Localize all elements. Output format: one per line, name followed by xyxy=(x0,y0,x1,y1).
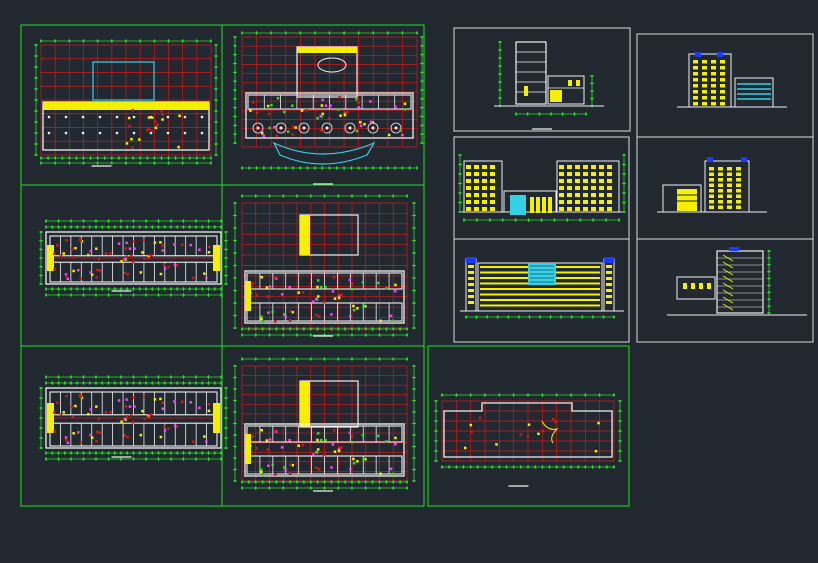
sheet-plan-5[interactable] xyxy=(20,345,228,507)
sheet-frame xyxy=(453,27,631,132)
sheet-elevation-front[interactable] xyxy=(453,136,630,240)
sheet-frame xyxy=(427,345,630,507)
elevation-drawing xyxy=(657,157,767,213)
elevation-drawing xyxy=(460,257,624,319)
typical-floor-plan-drawing xyxy=(39,219,228,297)
sheet-elevation-rear[interactable] xyxy=(453,238,630,343)
typical-floor-plan-drawing xyxy=(39,375,228,461)
elevation-drawing xyxy=(458,153,626,222)
roof-plan-drawing xyxy=(434,393,622,487)
section-drawing xyxy=(494,40,604,130)
sheet-section-2[interactable] xyxy=(636,238,814,343)
sheet-frame xyxy=(221,345,425,507)
sheet-plan-7[interactable] xyxy=(427,345,630,507)
sheet-frame xyxy=(636,238,814,343)
sheet-plan-1[interactable] xyxy=(20,24,223,186)
section-drawing xyxy=(667,247,807,316)
elevation-drawing xyxy=(677,52,787,108)
podium-floor-plan-drawing xyxy=(233,357,416,492)
sheet-section-1[interactable] xyxy=(453,27,631,132)
sheet-plan-3[interactable] xyxy=(20,184,228,347)
podium-floor-plan-drawing xyxy=(233,194,416,337)
sheet-frame xyxy=(453,238,630,343)
sheet-plan-4[interactable] xyxy=(221,184,425,347)
sheet-plan-6[interactable] xyxy=(221,345,425,507)
site-plan-drawing xyxy=(34,39,218,167)
sheet-plan-2[interactable] xyxy=(221,24,425,186)
sheet-elevation-side-2[interactable] xyxy=(636,136,814,240)
ground-floor-plan-drawing xyxy=(233,31,424,185)
sheet-elevation-side-1[interactable] xyxy=(636,33,814,138)
